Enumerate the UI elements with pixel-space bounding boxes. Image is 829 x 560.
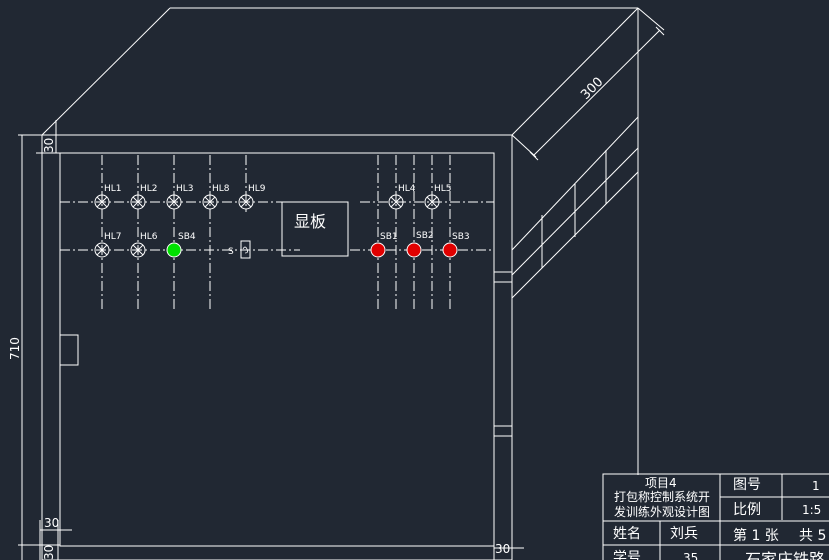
- title-line: 发训练外观设计图: [614, 504, 710, 519]
- display-panel: [281, 201, 349, 257]
- push-button-icon: [406, 242, 422, 258]
- switch-label: S: [228, 247, 234, 257]
- lamp-label: HL7: [104, 232, 122, 242]
- lamp-label: HL2: [140, 184, 158, 194]
- switch-s: [240, 240, 251, 259]
- lamp-label: HL8: [212, 184, 230, 194]
- school-label: 石家庄铁路: [745, 550, 825, 560]
- bottom-margin-text: 30: [495, 542, 510, 556]
- height-dimension: [18, 120, 524, 560]
- indicator-lamp-icon: [388, 194, 404, 210]
- scale-label: 比例: [733, 502, 761, 518]
- button-label: SB1: [380, 232, 398, 242]
- indicator-lamp-icon: [130, 194, 146, 210]
- lamp-label: HL4: [398, 184, 416, 194]
- sheet-label: 第 1 张: [733, 527, 779, 544]
- indicator-lamp-icon: [130, 242, 146, 258]
- indicator-lamp-icon: [94, 242, 110, 258]
- indicator-lamp-icon: [424, 194, 440, 210]
- lamp-label: HL9: [248, 184, 266, 194]
- push-button-icon: [370, 242, 386, 258]
- lamp-label: HL1: [104, 184, 122, 194]
- push-button-icon: [166, 242, 182, 258]
- push-button-icon: [442, 242, 458, 258]
- height-dimension-text: 710: [8, 337, 22, 360]
- lamp-label: HL6: [140, 232, 158, 242]
- indicator-lamp-icon: [202, 194, 218, 210]
- display-panel-label: 显板: [294, 212, 326, 231]
- student-label: 学号: [613, 550, 641, 560]
- cabinet-outline: [41, 7, 639, 560]
- top-margin-text: 30: [42, 138, 56, 153]
- button-label: SB3: [452, 232, 470, 242]
- name-value: 刘兵: [670, 526, 698, 542]
- total-label: 共 5: [799, 528, 826, 544]
- bottom-margin-text: 30: [44, 516, 59, 530]
- indicator-lamp-icon: [94, 194, 110, 210]
- title-line: 打包称控制系统开: [614, 490, 710, 504]
- button-label: SB2: [416, 231, 434, 241]
- depth-dimension: [511, 7, 665, 161]
- name-label: 姓名: [613, 526, 641, 542]
- lamp-label: HL3: [176, 184, 194, 194]
- indicator-lamp-icon: [238, 194, 254, 210]
- drawing-no-label: 图号: [733, 477, 761, 493]
- drawing-no-value: 1: [812, 479, 820, 493]
- scale-value: 1:5: [802, 503, 821, 517]
- project-label: 项目4: [645, 476, 677, 490]
- lamp-label: HL5: [434, 184, 452, 194]
- button-label: SB4: [178, 232, 196, 242]
- title-block-grid: [602, 473, 829, 560]
- bottom-margin-text: 30: [42, 545, 56, 560]
- indicator-lamp-icon: [166, 194, 182, 210]
- student-value: 35: [683, 551, 698, 560]
- depth-dimension-text: 300: [578, 75, 606, 103]
